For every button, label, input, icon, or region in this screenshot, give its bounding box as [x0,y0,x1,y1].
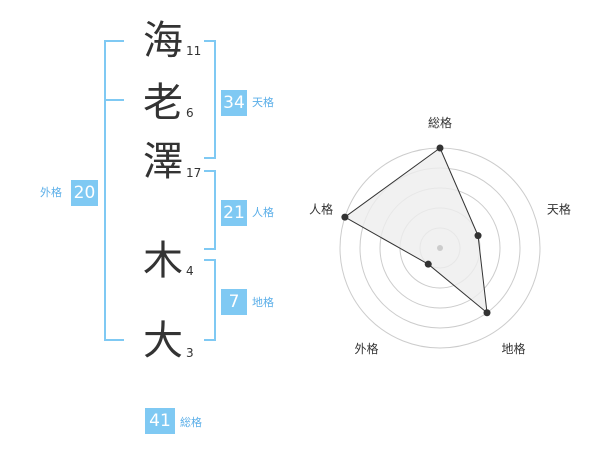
jinkaku-value: 21 [221,200,247,226]
radar-axis-label: 外格 [355,341,379,356]
jinkaku-bracket [204,170,216,250]
radar-axis-label: 地格 [501,341,525,356]
name-char-2: 老 [143,80,183,126]
radar-axis-label: 総格 [428,115,452,130]
stroke-count-2: 6 [186,106,194,120]
name-char-4: 木 [143,238,183,284]
radar-axis-label: 人格 [309,201,333,216]
tenkaku-bracket [204,40,216,159]
soukaku-value: 41 [145,408,175,434]
stroke-count-5: 3 [186,346,194,360]
gaikaku-bracket [104,40,124,341]
radar-center-dot [437,245,443,251]
soukaku-label: 総格 [180,416,202,429]
name-char-5: 大 [143,318,183,364]
tenkaku-value: 34 [221,90,247,116]
radar-point [483,309,491,317]
gaikaku-label: 外格 [40,186,62,199]
name-char-1: 海 [143,18,183,64]
radar-point [474,232,482,240]
gaikaku-value: 20 [71,180,98,206]
chikaku-label: 地格 [252,296,274,309]
radar-area [343,147,488,314]
radar-point [341,213,349,221]
gaikaku-bracket-tick [104,99,124,101]
stroke-count-1: 11 [186,44,202,58]
chikaku-bracket [204,259,216,341]
stroke-count-4: 4 [186,264,194,278]
radar-point [436,144,444,152]
radar-axis-label: 天格 [547,201,571,216]
radar-point [424,260,432,268]
tenkaku-label: 天格 [252,96,274,109]
stroke-count-3: 17 [186,166,202,180]
name-char-3: 澤 [143,139,183,185]
chikaku-value: 7 [221,289,247,315]
jinkaku-label: 人格 [252,206,274,219]
